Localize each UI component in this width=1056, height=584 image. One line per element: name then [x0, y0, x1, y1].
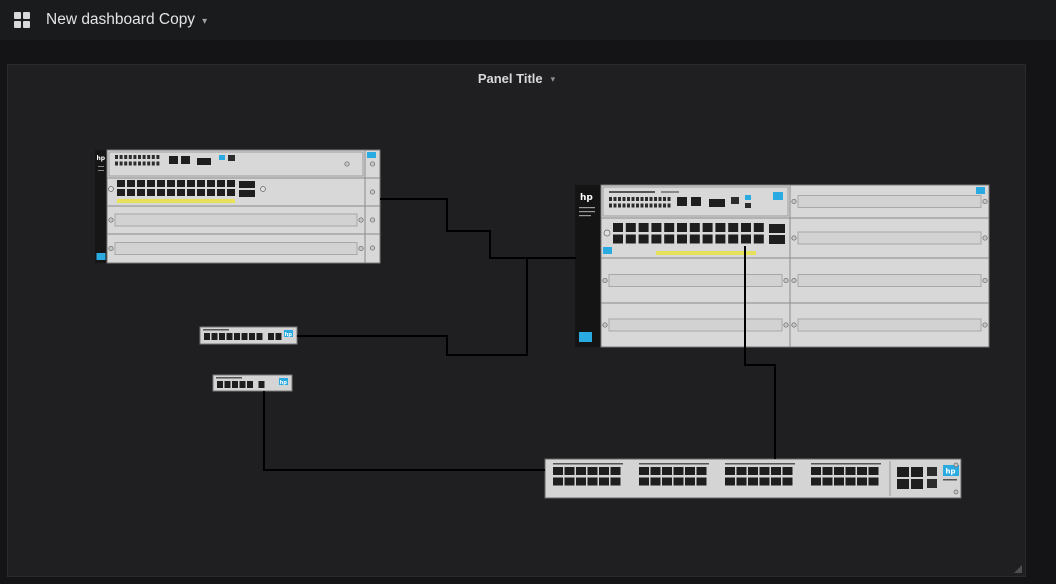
grid-icon-square: [23, 21, 30, 28]
dashboards-grid-icon[interactable]: [14, 12, 30, 28]
switch-chassis-right[interactable]: hp: [575, 184, 990, 348]
svg-text:hp: hp: [285, 332, 293, 338]
app-header: New dashboard Copy ▾: [0, 0, 1056, 40]
grid-icon-square: [14, 21, 21, 28]
caret-down-icon: ▾: [202, 15, 208, 27]
dashboard-title[interactable]: New dashboard Copy ▾: [46, 11, 207, 29]
svg-text:hp: hp: [580, 193, 593, 203]
grid-icon-square: [23, 12, 30, 19]
grid-icon-square: [14, 12, 21, 19]
panel-menu-caret-icon[interactable]: ▾: [550, 73, 556, 84]
switch-rack-48port[interactable]: hp: [544, 458, 962, 499]
panel-resize-handle[interactable]: [1014, 565, 1022, 573]
switch-mini-upper[interactable]: hp: [199, 326, 298, 345]
panel-title[interactable]: Panel Title: [477, 70, 543, 86]
switch-chassis-left[interactable]: hp: [95, 149, 381, 264]
panel-header[interactable]: Panel Title ▾: [8, 65, 1025, 91]
svg-text:hp: hp: [280, 380, 288, 386]
switch-mini-lower[interactable]: hp: [212, 374, 293, 392]
dashboard-title-text: New dashboard Copy: [46, 11, 196, 28]
svg-text:hp: hp: [97, 155, 106, 162]
svg-text:hp: hp: [946, 468, 956, 476]
